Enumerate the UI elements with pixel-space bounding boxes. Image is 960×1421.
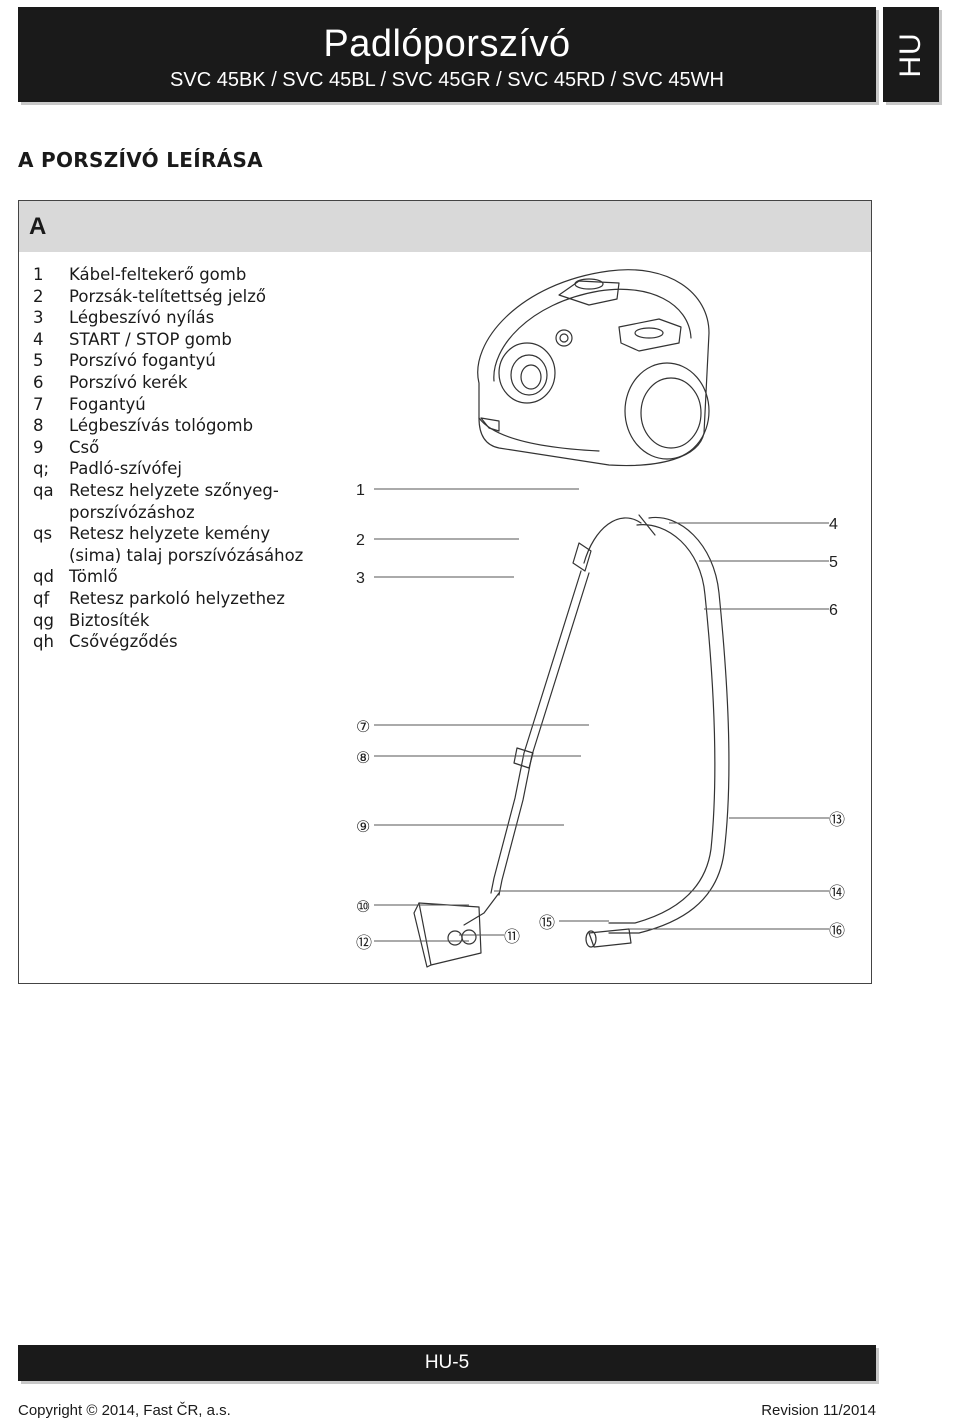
- part-item: qh Csővégződés: [33, 631, 343, 653]
- revision-text: Revision 11/2014: [761, 1402, 876, 1419]
- callout-12: ⑫: [356, 934, 372, 952]
- panel-header: A: [19, 201, 871, 252]
- part-item: 4 START / STOP gomb: [33, 329, 343, 351]
- part-item: q; Padló-szívófej: [33, 458, 343, 480]
- callout-4: 4: [829, 516, 838, 533]
- part-label: Tömlő: [69, 567, 118, 587]
- part-number: 4: [33, 329, 44, 349]
- part-number: 1: [33, 265, 44, 284]
- part-label: Porszívó kerék: [69, 372, 188, 392]
- part-number: [33, 502, 69, 524]
- vacuum-body: [477, 269, 710, 467]
- description-panel: A 1 Kábel-feltekerő gomb 2 Porzsák-telített…: [18, 200, 872, 984]
- callout-3: 3: [356, 570, 365, 587]
- part-number: 5: [33, 351, 44, 371]
- part-item: 9 Cső: [33, 437, 343, 459]
- language-tab: HU: [883, 7, 939, 102]
- part-label: porszívózáshoz: [69, 502, 195, 522]
- hose: [608, 516, 730, 934]
- page-number: HU-5: [424, 1352, 470, 1373]
- callout-7: ⑦: [356, 719, 370, 736]
- callout-8: ⑧: [356, 750, 370, 767]
- part-label: Csővégződés: [69, 632, 178, 652]
- callout-13: ⑬: [829, 811, 845, 829]
- part-label: Padló-szívófej: [69, 459, 182, 479]
- part-item: 7 Fogantyú: [33, 394, 343, 416]
- part-item: 5 Porszívó fogantyú: [33, 350, 343, 372]
- part-item: 1 Kábel-feltekerő gomb: [33, 264, 343, 286]
- part-label: Retesz helyzete szőnyeg-: [69, 480, 279, 500]
- callout-6: 6: [829, 602, 838, 619]
- part-label: Retesz helyzete kemény: [69, 524, 271, 544]
- part-item: 6 Porszívó kerék: [33, 372, 343, 394]
- language-code: HU: [894, 31, 927, 78]
- model-list: SVC 45BK / SVC 45BL / SVC 45GR / SVC 45R…: [170, 69, 724, 91]
- callout-10: ⑩: [356, 899, 370, 916]
- part-item: qs Retesz helyzete kemény: [33, 523, 343, 545]
- part-number: 9: [33, 437, 44, 457]
- part-number: q;: [33, 459, 50, 479]
- part-item: 2 Porzsák-telítettség jelző: [33, 286, 343, 308]
- page-number-bar: HU-5: [18, 1345, 876, 1381]
- part-label: Porzsák-telítettség jelző: [69, 286, 267, 306]
- tube-handle: [583, 517, 642, 564]
- callout-14: ⑭: [829, 884, 845, 902]
- part-number: 2: [33, 286, 44, 306]
- callout-11: ⑪: [504, 928, 520, 946]
- part-number: qf: [33, 588, 50, 608]
- part-label: Cső: [69, 437, 100, 457]
- part-item: qg Biztosíték: [33, 610, 343, 632]
- part-number: qs: [33, 524, 53, 544]
- callout-2: 2: [356, 532, 365, 549]
- part-number: 7: [33, 394, 44, 414]
- part-item: (sima) talaj porszívózásához: [33, 545, 343, 567]
- callout-15: ⑮: [539, 914, 555, 932]
- part-number: 3: [33, 308, 44, 328]
- part-label: Fogantyú: [69, 394, 146, 414]
- part-number: qa: [33, 480, 54, 500]
- section-title: A PORSZÍVÓ LEÍRÁSA: [18, 148, 263, 172]
- title-banner: Padlóporszívó SVC 45BK / SVC 45BL / SVC …: [18, 7, 876, 102]
- part-label: Retesz parkoló helyzethez: [69, 588, 285, 608]
- part-item: qa Retesz helyzete szőnyeg-: [33, 480, 343, 502]
- part-label: START / STOP gomb: [69, 329, 232, 349]
- part-label: Légbeszívás tológomb: [69, 416, 254, 436]
- part-number: qd: [33, 567, 54, 587]
- copyright-text: Copyright © 2014, Fast ČR, a.s.: [18, 1402, 231, 1419]
- part-item: 3 Légbeszívó nyílás: [33, 307, 343, 329]
- page-title: Padlóporszívó: [323, 23, 571, 65]
- callout-5: 5: [829, 554, 838, 571]
- part-item: qd Tömlő: [33, 566, 343, 588]
- part-number: qh: [33, 632, 54, 652]
- callout-16: ⑯: [829, 922, 845, 940]
- vacuum-cleaner-diagram: 1 2 3 4 5 6 ⑦ ⑧ ⑨ ⑩ ⑪ ⑫ ⑬ ⑭ ⑮ ⑯: [356, 269, 845, 968]
- parts-list: 1 Kábel-feltekerő gomb 2 Porzsák-telítettsé…: [33, 264, 343, 653]
- tube: [490, 570, 582, 894]
- floor-nozzle: [463, 892, 500, 926]
- part-number: [33, 545, 69, 567]
- part-number: 8: [33, 416, 44, 436]
- part-label: Légbeszívó nyílás: [69, 308, 215, 328]
- part-label: Porszívó fogantyú: [69, 351, 216, 371]
- part-item: 8 Légbeszívás tológomb: [33, 415, 343, 437]
- part-number: 6: [33, 372, 44, 392]
- part-number: qg: [33, 610, 54, 630]
- panel-label: A: [29, 213, 47, 240]
- callout-1: 1: [356, 482, 365, 499]
- callout-9: ⑨: [356, 819, 370, 836]
- part-label: Biztosíték: [69, 610, 150, 630]
- part-item: qf Retesz parkoló helyzethez: [33, 588, 343, 610]
- part-label: (sima) talaj porszívózásához: [69, 545, 304, 565]
- part-label: Kábel-feltekerő gomb: [69, 265, 247, 284]
- part-item: porszívózáshoz: [33, 502, 343, 524]
